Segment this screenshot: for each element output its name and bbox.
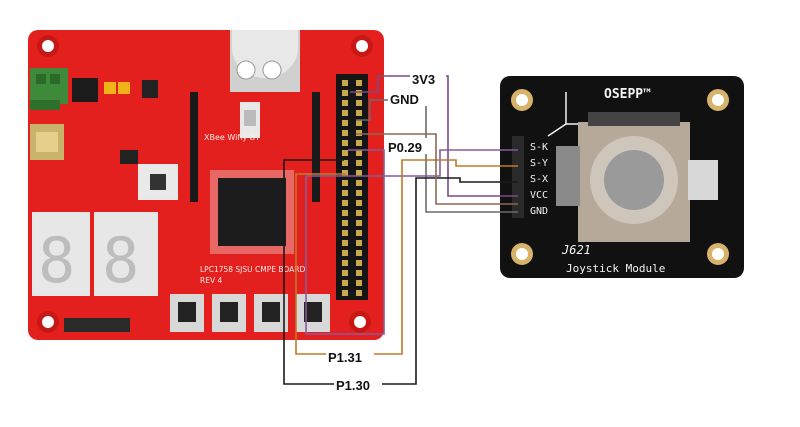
wire-p029 bbox=[305, 149, 518, 335]
label-3v3: 3V3 bbox=[412, 72, 435, 87]
header-pin bbox=[356, 240, 362, 246]
header-pin bbox=[342, 210, 348, 216]
header-pin bbox=[342, 130, 348, 136]
header-pin bbox=[356, 170, 362, 176]
header-pin bbox=[356, 110, 362, 116]
header-pin bbox=[342, 220, 348, 226]
wire-p131-branch bbox=[356, 133, 518, 205]
push-buttons bbox=[170, 294, 330, 332]
label-p130: P1.30 bbox=[336, 378, 370, 393]
header-pin bbox=[342, 270, 348, 276]
header-pin bbox=[342, 140, 348, 146]
header-pin bbox=[356, 130, 362, 136]
header-pin bbox=[356, 100, 362, 106]
module-mounting-holes bbox=[511, 89, 729, 265]
module-pin-header bbox=[512, 136, 524, 218]
header-pin bbox=[342, 150, 348, 156]
header-pin bbox=[342, 280, 348, 286]
joystick-body bbox=[556, 112, 718, 242]
header-pin bbox=[356, 140, 362, 146]
header-pin bbox=[342, 200, 348, 206]
header-pin bbox=[356, 80, 362, 86]
header-pin bbox=[342, 90, 348, 96]
header-pin bbox=[342, 80, 348, 86]
pin-label-s-y: S-Y bbox=[530, 158, 548, 169]
seven-segment-display: 8 8 bbox=[32, 212, 158, 297]
header-pin bbox=[356, 120, 362, 126]
header-pin bbox=[342, 170, 348, 176]
header-pin bbox=[356, 210, 362, 216]
wire-labels: 3V3 GND P0.29 P1.31 P1.30 bbox=[326, 70, 446, 393]
xbee-header bbox=[190, 92, 320, 202]
module-part-number: J621 bbox=[561, 243, 591, 257]
wire-p130 bbox=[283, 159, 518, 385]
label-p029: P0.29 bbox=[388, 140, 422, 155]
header-pin bbox=[356, 150, 362, 156]
header-pin bbox=[342, 120, 348, 126]
header-pin bbox=[356, 250, 362, 256]
pin-label-vcc: VCC bbox=[530, 190, 548, 201]
header-pin bbox=[356, 280, 362, 286]
bottom-header bbox=[64, 318, 130, 332]
header-pin bbox=[342, 260, 348, 266]
pin-header bbox=[336, 74, 368, 300]
header-pin bbox=[356, 90, 362, 96]
power-connector bbox=[72, 78, 98, 102]
usb-connector bbox=[30, 124, 64, 160]
board-name-label: LPC1758 SJSU CMPE BOARD bbox=[200, 265, 305, 274]
pin-label-s-x: S-X bbox=[530, 174, 548, 185]
mcu-chip bbox=[210, 170, 294, 254]
pin-label-s-k: S-K bbox=[530, 142, 548, 153]
header-pin bbox=[342, 110, 348, 116]
svg-text:8: 8 bbox=[102, 224, 139, 297]
joystick-module: OSEPP™ S-K S-Y S-X VCC GND J621 Joystick… bbox=[500, 76, 744, 278]
wire-p131 bbox=[295, 159, 518, 355]
header-pin bbox=[356, 260, 362, 266]
reset-button bbox=[138, 164, 178, 200]
module-brand: OSEPP™ bbox=[604, 87, 651, 102]
header-pin bbox=[342, 180, 348, 186]
svg-text:8: 8 bbox=[38, 224, 75, 297]
module-title: Joystick Module bbox=[566, 262, 665, 275]
header-pin bbox=[356, 270, 362, 276]
header-pin bbox=[342, 160, 348, 166]
small-ic bbox=[120, 150, 138, 164]
header-pin bbox=[356, 220, 362, 226]
header-pin bbox=[356, 180, 362, 186]
terminal-block bbox=[30, 68, 68, 110]
small-ic bbox=[142, 80, 158, 98]
xbee-label: XBee Wifly BT bbox=[204, 133, 260, 142]
header-pin bbox=[342, 250, 348, 256]
header-pin bbox=[342, 230, 348, 236]
header-pin bbox=[342, 190, 348, 196]
dev-board: XBee Wifly BT 8 8 bbox=[28, 30, 384, 340]
header-pin bbox=[356, 190, 362, 196]
pin-label-gnd: GND bbox=[530, 206, 548, 217]
coin-cell-holder bbox=[230, 30, 300, 92]
board-mounting-holes bbox=[37, 35, 373, 333]
header-pin bbox=[356, 200, 362, 206]
capacitor bbox=[104, 82, 116, 94]
header-pin bbox=[342, 100, 348, 106]
label-p131: P1.31 bbox=[328, 350, 362, 365]
header-pin bbox=[342, 290, 348, 296]
header-pin bbox=[342, 240, 348, 246]
capacitor bbox=[118, 82, 130, 94]
header-pin bbox=[356, 160, 362, 166]
board-rev-label: REV 4 bbox=[200, 276, 222, 285]
header-pin bbox=[356, 290, 362, 296]
label-gnd: GND bbox=[390, 92, 419, 107]
header-pin bbox=[356, 230, 362, 236]
